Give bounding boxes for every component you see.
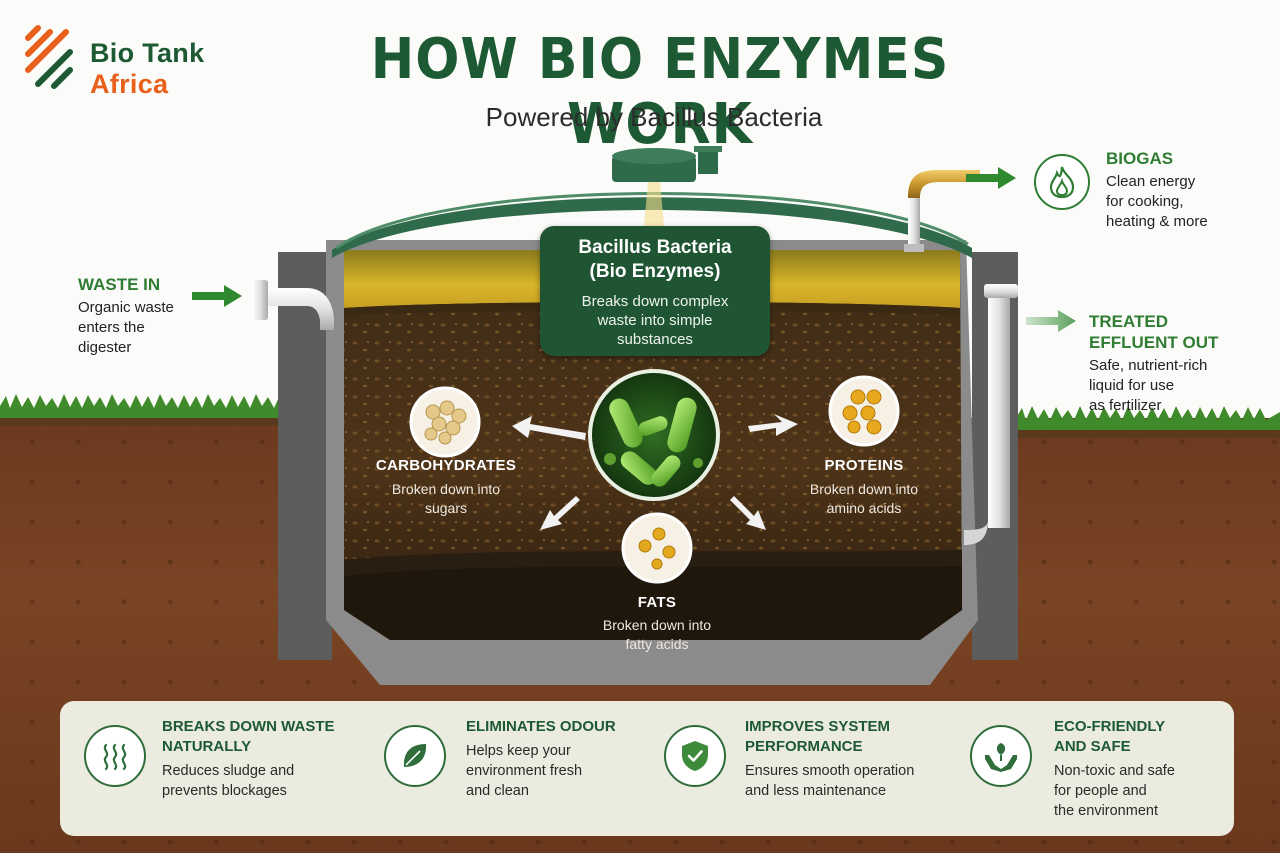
waves-icon	[103, 743, 127, 771]
shield-check-icon	[682, 741, 708, 771]
benefits-panel	[60, 701, 1234, 836]
brand-name-line1: Bio Tank	[90, 38, 205, 68]
carbohydrates-title: CARBOHYDRATES	[375, 457, 517, 474]
biogas-arrow-icon	[966, 167, 1016, 189]
biogas-icon-badge	[1034, 154, 1090, 210]
page-title: HOW BIO ENZYMES WORK	[370, 27, 950, 157]
biogas-title: BIOGAS	[1106, 149, 1174, 168]
grass-right	[1016, 406, 1280, 438]
bacteria-title: Bacillus Bacteria(Bio Enzymes)	[578, 237, 732, 282]
breakdown-arrows	[512, 414, 798, 530]
feature-4-icon-badge	[970, 725, 1032, 787]
feature-1-icon-badge	[84, 725, 146, 787]
page-subtitle: Powered by Bacillus Bacteria	[485, 102, 823, 132]
bacteria-illustration-icon	[588, 369, 720, 501]
feature-2-title: ELIMINATES ODOUR	[466, 718, 616, 735]
waste-in-arrow-icon	[192, 285, 242, 307]
grass-left	[0, 394, 300, 426]
proteins-title: PROTEINS	[824, 457, 904, 474]
brand-logo-icon	[25, 25, 73, 89]
effluent-arrow-icon	[1026, 310, 1076, 332]
carbohydrates-icon	[409, 386, 481, 458]
waste-in-title: WASTE IN	[78, 275, 161, 294]
fats-title: FATS	[637, 594, 677, 611]
proteins-icon	[828, 375, 900, 447]
feature-2-icon-badge	[384, 725, 446, 787]
leaf-icon	[403, 744, 427, 767]
hands-plant-icon	[985, 743, 1017, 772]
brand-name-line2: Africa	[90, 69, 169, 99]
fats-icon	[621, 512, 693, 584]
feature-3-icon-badge	[664, 725, 726, 787]
bacteria-info-box: Bacillus Bacteria(Bio Enzymes) Breaks do…	[540, 226, 770, 356]
flame-icon	[1049, 166, 1075, 199]
